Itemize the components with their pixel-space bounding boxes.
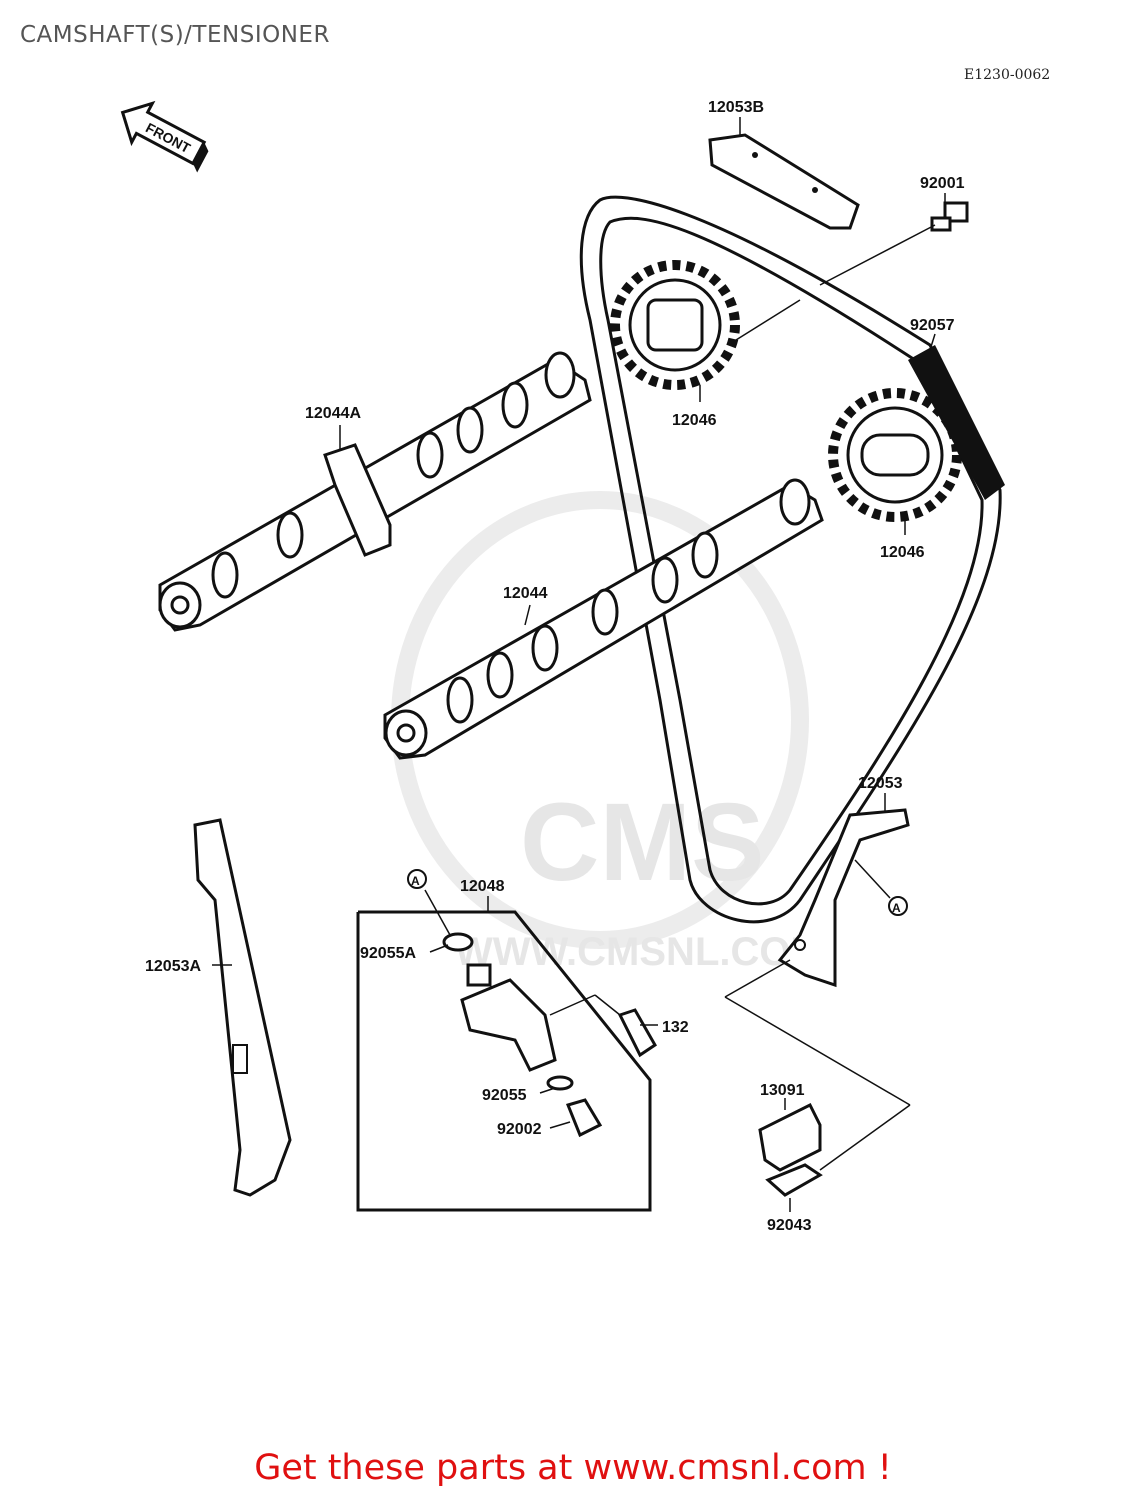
- watermark-text: CMS: [520, 781, 764, 904]
- label-12044: 12044: [503, 585, 548, 602]
- sprocket-upper: [610, 260, 740, 390]
- label-92057: 92057: [910, 317, 955, 334]
- chain-guide-holder: [724, 959, 911, 1197]
- label-92002: 92002: [497, 1121, 542, 1138]
- label-13091: 13091: [760, 1082, 805, 1099]
- label-92043: 92043: [767, 1217, 812, 1234]
- cam-chain: [579, 195, 1002, 924]
- label-12053: 12053: [858, 775, 903, 792]
- diagram-title: CAMSHAFT(S)/TENSIONER: [20, 22, 330, 48]
- camshaft-exhaust: [158, 351, 592, 632]
- sprocket-lower: [828, 388, 962, 522]
- bolt-92001: [930, 201, 969, 232]
- chain-guide-top: [708, 133, 860, 230]
- watermark: CMS WWW.CMSNL.COM: [391, 491, 824, 974]
- label-12053A: 12053A: [145, 958, 201, 975]
- camshaft-intake: [383, 478, 824, 760]
- footer-link-text[interactable]: Get these parts at www.cmsnl.com !: [254, 1448, 892, 1488]
- callout-a-2: A: [888, 896, 908, 916]
- label-12053B: 12053B: [708, 99, 764, 116]
- label-12046-upper: 12046: [672, 412, 717, 429]
- label-12048: 12048: [460, 878, 505, 895]
- label-12046-lower: 12046: [880, 544, 925, 561]
- chain-guide-front: [193, 818, 292, 1197]
- watermark-url: WWW.CMSNL.COM: [455, 930, 824, 974]
- callout-a-1: A: [407, 869, 427, 889]
- tensioner-assembly: [356, 910, 657, 1212]
- label-92055A: 92055A: [360, 945, 416, 962]
- label-92001: 92001: [920, 175, 965, 192]
- svg-text:A: A: [411, 874, 420, 888]
- cam-chain-segment: [908, 345, 1005, 500]
- label-12044A: 12044A: [305, 405, 361, 422]
- svg-text:A: A: [892, 901, 901, 915]
- chain-guide-rear: [777, 808, 910, 988]
- diagram-code: E1230-0062: [964, 67, 1051, 83]
- label-92055: 92055: [482, 1087, 527, 1104]
- front-arrow-icon: FRONT: [120, 100, 209, 173]
- part-labels: [212, 117, 946, 1212]
- label-132: 132: [662, 1019, 689, 1036]
